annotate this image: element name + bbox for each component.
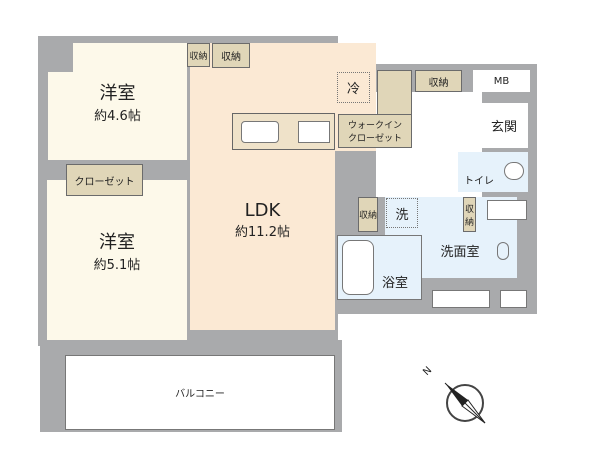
storage-hall: 収納 bbox=[415, 70, 462, 92]
storage-bath-right: 収納 bbox=[463, 197, 476, 232]
sink-icon bbox=[241, 121, 279, 143]
room-name: LDK bbox=[244, 200, 281, 221]
bedroom-2: 洋室 約5.1帖 bbox=[47, 180, 187, 340]
bathroom: 浴室 bbox=[337, 235, 422, 300]
window bbox=[487, 200, 527, 220]
ldk: LDK 約11.2帖 bbox=[190, 150, 335, 330]
bathtub-icon bbox=[342, 240, 374, 295]
room-name: 洋室 bbox=[99, 82, 136, 104]
fridge-space: 冷 bbox=[337, 72, 370, 103]
basin-icon bbox=[497, 242, 509, 260]
room-size: 約4.6帖 bbox=[94, 108, 141, 124]
storage-ldk: 収納 bbox=[212, 43, 250, 68]
walkin-closet: ウォークイン クローゼット bbox=[338, 114, 412, 148]
window bbox=[500, 290, 527, 308]
room-name: 洋室 bbox=[99, 231, 135, 253]
storage-small: 収納 bbox=[187, 43, 210, 67]
window bbox=[432, 290, 490, 308]
walkin-closet-upper bbox=[377, 70, 412, 116]
entrance: 玄関 bbox=[480, 103, 528, 148]
room-name: トイレ bbox=[464, 175, 494, 187]
balcony: バルコニー bbox=[65, 355, 335, 430]
bedroom-1-area bbox=[73, 43, 187, 160]
washer-space: 洗 bbox=[386, 198, 418, 228]
room-size: 約11.2帖 bbox=[235, 225, 290, 240]
compass-icon bbox=[444, 382, 486, 424]
stove-icon bbox=[298, 121, 330, 143]
room-size: 約5.1帖 bbox=[93, 257, 141, 273]
kitchen-counter bbox=[232, 113, 335, 150]
room-name: 浴室 bbox=[382, 276, 409, 291]
storage-bath-left: 収納 bbox=[358, 197, 378, 232]
washroom-label: 洗面室 bbox=[440, 244, 480, 260]
meter-box: MB bbox=[473, 70, 530, 92]
toilet: トイレ bbox=[458, 152, 528, 192]
bedroom-1-label: 洋室 約4.6帖 bbox=[48, 72, 187, 160]
toilet-icon bbox=[504, 162, 524, 180]
closet: クローゼット bbox=[66, 164, 143, 196]
